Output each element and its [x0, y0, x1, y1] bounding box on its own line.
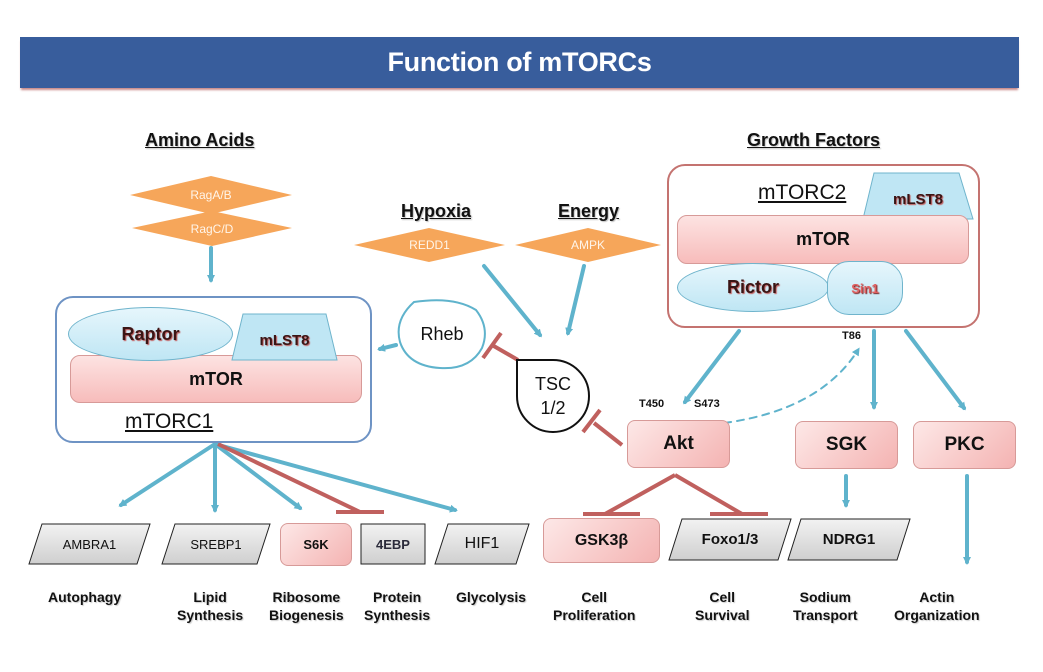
ampk-node: AMPK — [515, 228, 661, 262]
outcome-ribosome-biogenesis: Ribosome Biogenesis — [269, 589, 344, 623]
ampk-label: AMPK — [570, 238, 605, 252]
raga-b-label: RagA/B — [190, 188, 232, 202]
akt-node: Akt — [627, 420, 730, 468]
redd1-node: REDD1 — [354, 228, 505, 262]
4ebp-node: 4EBP — [360, 523, 426, 565]
mtorc1-mlst8-label: mLST8 — [259, 331, 310, 349]
diamond-shape — [354, 228, 505, 262]
tsc-node: TSC 1/2 — [515, 358, 591, 434]
mtorc2-mtor: mTOR — [677, 215, 969, 264]
edge-akt-tsc — [592, 421, 624, 447]
edge-tsc-rheb — [491, 343, 519, 362]
foxo-label: Foxo1/3 — [701, 531, 759, 548]
trapezoid-shape — [862, 172, 974, 220]
outcome-autophagy: Autophagy — [48, 589, 122, 605]
parallelogram-shape — [668, 518, 792, 561]
outcome-actin-organization: Actin Organization — [894, 589, 980, 623]
parallelogram-shape — [434, 523, 530, 565]
raptor-subunit: Raptor — [68, 307, 233, 361]
edge-akt-foxo — [673, 473, 744, 516]
tsc-label: TSC 1/2 — [535, 374, 571, 418]
rheb-node: Rheb — [394, 296, 490, 372]
akt-site-t450: T450 — [639, 398, 665, 410]
4ebp-label: 4EBP — [376, 536, 410, 552]
ndrg1-node: NDRG1 — [787, 518, 911, 561]
edge-ampk-tsc — [565, 264, 586, 336]
mtorc2-mlst8-label: mLST8 — [892, 190, 943, 208]
parallelogram-shape — [28, 523, 151, 565]
diamond-shape — [130, 176, 292, 214]
edge-mtorc1-ambra1 — [118, 442, 217, 507]
trapezoid-shape — [231, 313, 338, 361]
mtorc1-mtor: mTOR — [70, 355, 362, 403]
mtorc1-mlst8-subunit: mLST8 — [231, 313, 338, 361]
ragc-d-node: RagC/D — [132, 211, 292, 246]
edge-mtorc1-s6k — [213, 442, 303, 510]
outcome-glycolysis: Glycolysis — [456, 589, 527, 605]
sgk-node: SGK — [795, 421, 898, 469]
sgk-site-t86: T86 — [842, 330, 861, 342]
hif1-node: HIF1 — [434, 523, 530, 565]
redd1-label: REDD1 — [409, 238, 450, 252]
edge-akt-sgk-dashed — [723, 347, 860, 424]
rheb-label: Rheb — [420, 324, 464, 344]
outcome-sodium-transport: Sodium Transport — [793, 589, 858, 623]
title-banner: Function of mTORCs — [20, 37, 1019, 88]
mtorc2-mlst8-subunit: mLST8 — [862, 172, 974, 220]
akt-site-s473: S473 — [694, 398, 720, 410]
tsc-shape — [516, 359, 590, 433]
rect-shape — [360, 523, 426, 565]
edge-mtorc2-pkc — [904, 329, 966, 411]
edge-rheb-mtorc1 — [377, 343, 398, 352]
parallelogram-shape — [787, 518, 911, 561]
srebp1-node: SREBP1 — [161, 523, 271, 565]
ambra1-label: AMBRA1 — [62, 536, 117, 552]
inhibit-bar-rheb — [481, 331, 503, 360]
inhibit-bar-tsc — [581, 408, 602, 434]
foxo-node: Foxo1/3 — [668, 518, 792, 561]
edge-mtorc1-4ebp — [217, 442, 361, 514]
diamond-shape — [515, 228, 661, 262]
heading-energy: Energy — [558, 201, 620, 221]
gsk3b-node: GSK3β — [543, 518, 660, 563]
ndrg1-label: NDRG1 — [822, 531, 876, 548]
hif1-label: HIF1 — [464, 535, 500, 552]
outcome-cell-survival: Cell Survival — [695, 589, 750, 623]
edge-akt-gsk3b — [604, 473, 676, 516]
heading-amino-acids: Amino Acids — [145, 130, 255, 150]
heading-hypoxia: Hypoxia — [401, 201, 472, 221]
outcome-lipid-synthesis: Lipid Synthesis — [177, 589, 244, 623]
ragc-d-label: RagC/D — [190, 221, 234, 236]
edge-mtorc1-hif1 — [213, 442, 458, 513]
outcome-protein-synthesis: Protein Synthesis — [364, 589, 431, 623]
rictor-subunit: Rictor — [677, 263, 829, 312]
s6k-node: S6K — [280, 523, 352, 566]
edge-redd1-tsc — [482, 264, 542, 338]
edge-mtorc2-akt — [683, 329, 741, 405]
mtorc2-label: mTORC2 — [758, 181, 847, 204]
srebp1-label: SREBP1 — [190, 536, 242, 552]
page-title: Function of mTORCs — [387, 47, 652, 77]
diamond-shape — [132, 211, 292, 246]
sin1-subunit: Sin1 — [827, 261, 903, 315]
mtorc1-label: mTORC1 — [125, 410, 214, 433]
heading-growth-factors: Growth Factors — [747, 130, 881, 150]
pkc-node: PKC — [913, 421, 1016, 469]
ambra1-node: AMBRA1 — [28, 523, 151, 565]
parallelogram-shape — [161, 523, 271, 565]
rheb-shape — [397, 299, 486, 370]
raga-b-node: RagA/B — [130, 176, 292, 214]
outcome-cell-proliferation: Cell Proliferation — [553, 589, 636, 623]
